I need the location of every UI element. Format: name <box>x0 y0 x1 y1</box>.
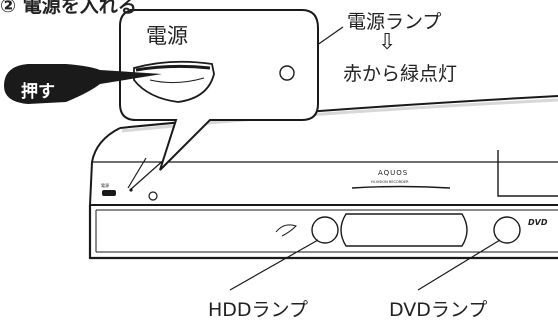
press-label: 押す <box>21 82 55 102</box>
dvd-lamp-icon <box>493 216 521 244</box>
callout-power-button-shade <box>149 77 205 84</box>
callout-pointer-2 <box>129 157 167 191</box>
callout-power-label: 電源 <box>146 24 188 48</box>
press-marker <box>4 64 162 104</box>
recorder-body <box>88 95 558 260</box>
callout-pointer <box>127 157 147 189</box>
panel-power-text: 電源 <box>101 183 109 188</box>
callout-power-button-edge <box>135 64 211 72</box>
hdd-lamp-label: HDDランプ <box>208 299 308 321</box>
callout-power-button[interactable] <box>133 60 215 103</box>
power-lamp-label: 電源ランプ <box>347 11 442 33</box>
hdd-lamp-leader <box>229 239 319 291</box>
device-power-button[interactable] <box>102 190 116 196</box>
dvd-lamp-label: DVDランプ <box>389 299 488 321</box>
callout-power-lamp-icon <box>279 65 295 81</box>
top-shadow <box>121 98 558 133</box>
hdd-lamp-icon <box>311 216 339 244</box>
zoom-callout-box <box>119 9 319 171</box>
model-line: HI-VISION RECORDER <box>371 180 409 184</box>
lamp-change-text: 赤から緑点灯 <box>343 63 458 85</box>
dvd-logo: DVD <box>528 218 548 227</box>
decorative-logo-icon <box>275 224 297 237</box>
remote-sensor-icon <box>148 191 158 201</box>
dvd-lamp-leader <box>417 239 501 291</box>
down-arrow-icon: ⇩ <box>378 30 397 55</box>
heading-fragment: ② 電源を入れる <box>0 0 137 17</box>
brand-logo: AQUOS <box>378 169 409 177</box>
